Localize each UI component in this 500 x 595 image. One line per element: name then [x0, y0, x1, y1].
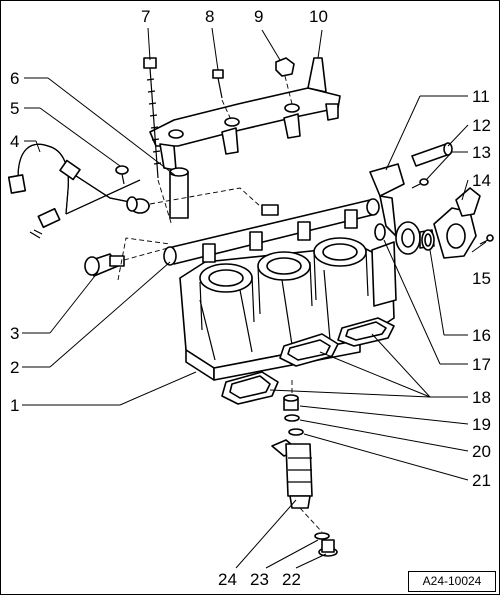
o-ring-lower [288, 428, 304, 436]
fuel-injector [271, 439, 313, 509]
callout-5: 5 [10, 99, 19, 118]
fuel-line [7, 143, 151, 239]
injector-tip [318, 539, 338, 557]
screw [115, 165, 129, 185]
intake-manifold [179, 237, 397, 381]
o-ring-upper [284, 414, 300, 422]
callout-4: 4 [10, 132, 19, 151]
callout-24: 24 [218, 570, 237, 589]
callout-2: 2 [10, 358, 19, 377]
throttle-actuator [433, 187, 481, 259]
callout-14: 14 [472, 171, 491, 190]
bolt-short [212, 69, 224, 99]
o-ring-seal [314, 532, 330, 540]
callout-16: 16 [472, 326, 491, 345]
screw-actuator [479, 234, 494, 245]
callout-23: 23 [250, 570, 269, 589]
callout-6: 6 [10, 69, 19, 88]
callout-21: 21 [472, 471, 491, 490]
callout-8: 8 [205, 7, 214, 26]
callout-10: 10 [309, 7, 328, 26]
fuel-rail [163, 198, 380, 266]
callout-13: 13 [472, 143, 491, 162]
callout-9: 9 [254, 7, 263, 26]
screw-small [411, 178, 429, 189]
callout-12: 12 [472, 116, 491, 135]
manifold-gaskets [221, 317, 395, 405]
vacuum-hose [411, 142, 453, 167]
nut [275, 57, 295, 77]
injector-cap [283, 394, 299, 411]
spacer-sleeve [169, 167, 189, 219]
callout-22: 22 [282, 570, 301, 589]
callout-20: 20 [472, 442, 491, 461]
callout-1: 1 [10, 396, 19, 415]
throttle-position-sensor [369, 163, 435, 255]
temperature-sensor [84, 253, 125, 277]
callout-17: 17 [472, 355, 491, 374]
leader-lines [22, 27, 487, 569]
bracket [149, 57, 341, 171]
callout-18: 18 [472, 388, 491, 407]
callout-7: 7 [141, 7, 150, 26]
seal-ring [421, 229, 435, 251]
figure-reference-id: A24-10024 [408, 571, 496, 592]
callout-11: 11 [472, 87, 490, 106]
callout-15: 15 [472, 269, 491, 288]
o-ring-throttle [374, 223, 386, 241]
bolt-long [143, 57, 162, 179]
callout-19: 19 [472, 415, 491, 434]
callout-3: 3 [10, 324, 19, 343]
callout-labels: 7 8 9 10 6 5 4 3 2 1 11 12 13 14 15 16 1… [10, 7, 491, 589]
